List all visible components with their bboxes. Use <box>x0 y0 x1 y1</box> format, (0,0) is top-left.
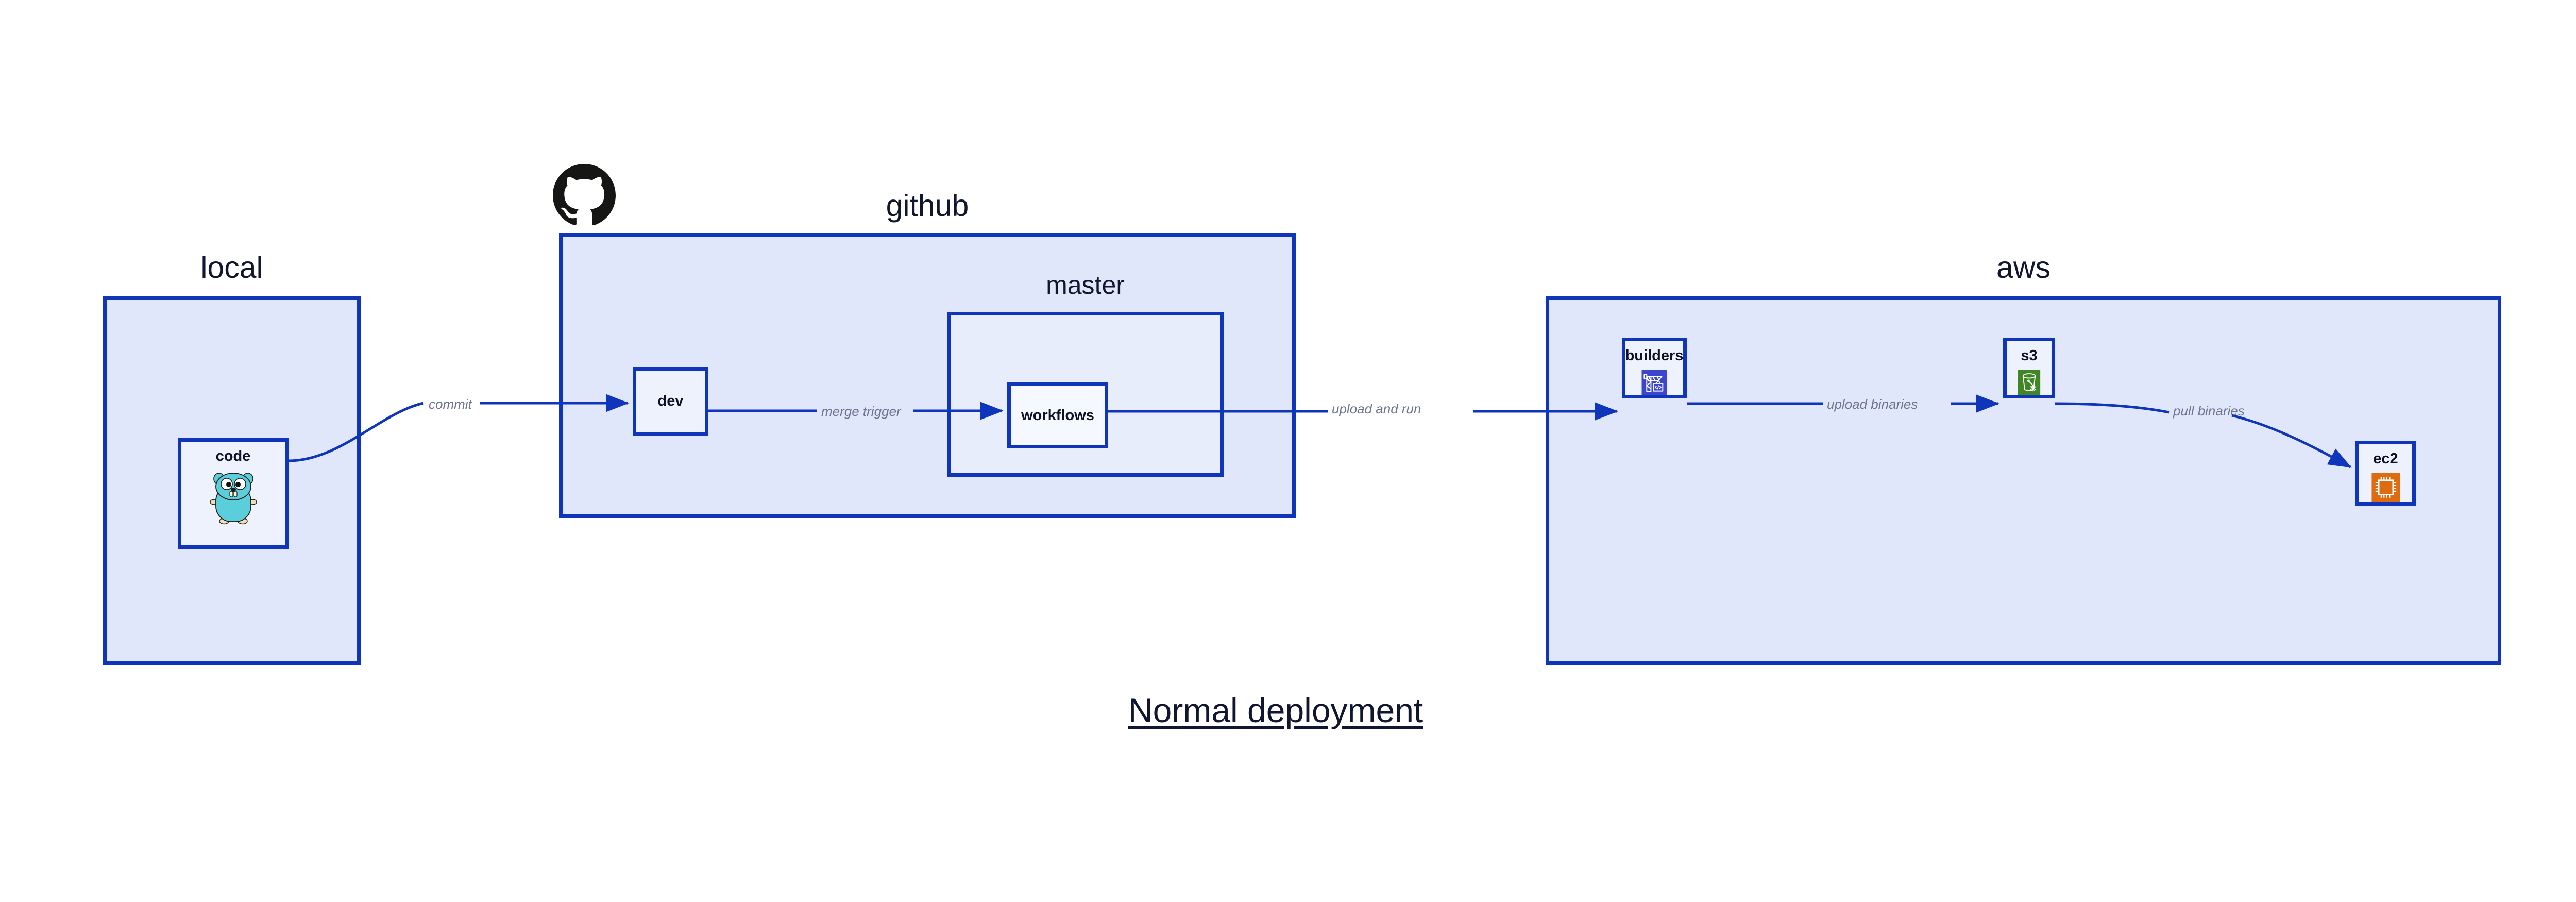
subcluster-label-master: master <box>1046 271 1125 299</box>
edge-label-merge-trigger: merge trigger <box>821 404 901 419</box>
node-label-s3: s3 <box>2021 347 2038 364</box>
node-code[interactable]: code <box>178 438 289 549</box>
node-label-dev: dev <box>657 393 684 409</box>
edge-label-upload-binaries: upload binaries <box>1827 396 1918 412</box>
node-s3[interactable]: s3 <box>2003 338 2055 398</box>
edge-label-upload-and-run: upload and run <box>1332 401 1421 416</box>
node-label-ec2: ec2 <box>2373 450 2398 467</box>
aws-builders-crane-icon <box>1641 370 1667 395</box>
page-title: Normal deployment <box>1128 691 1423 729</box>
github-octocat-logo <box>553 164 616 225</box>
node-label-builders: builders <box>1625 347 1684 364</box>
node-builders[interactable]: builders <box>1622 338 1687 398</box>
node-label-code: code <box>215 448 251 464</box>
node-label-workflows: workflows <box>1021 407 1094 424</box>
go-gopher-icon <box>209 473 257 525</box>
edge-label-pull-binaries: pull binaries <box>2173 403 2245 419</box>
node-ec2[interactable]: ec2 <box>2355 441 2416 506</box>
edge-label-commit: commit <box>429 396 472 412</box>
aws-s3-glacier-bucket-icon <box>2018 370 2041 395</box>
cluster-label-aws: aws <box>1996 250 2050 285</box>
node-workflows[interactable]: workflows <box>1007 382 1108 448</box>
cluster-label-local: local <box>200 250 263 285</box>
aws-ec2-chip-icon <box>2371 473 2400 502</box>
node-dev[interactable]: dev <box>633 367 708 436</box>
cluster-label-github: github <box>886 189 969 223</box>
